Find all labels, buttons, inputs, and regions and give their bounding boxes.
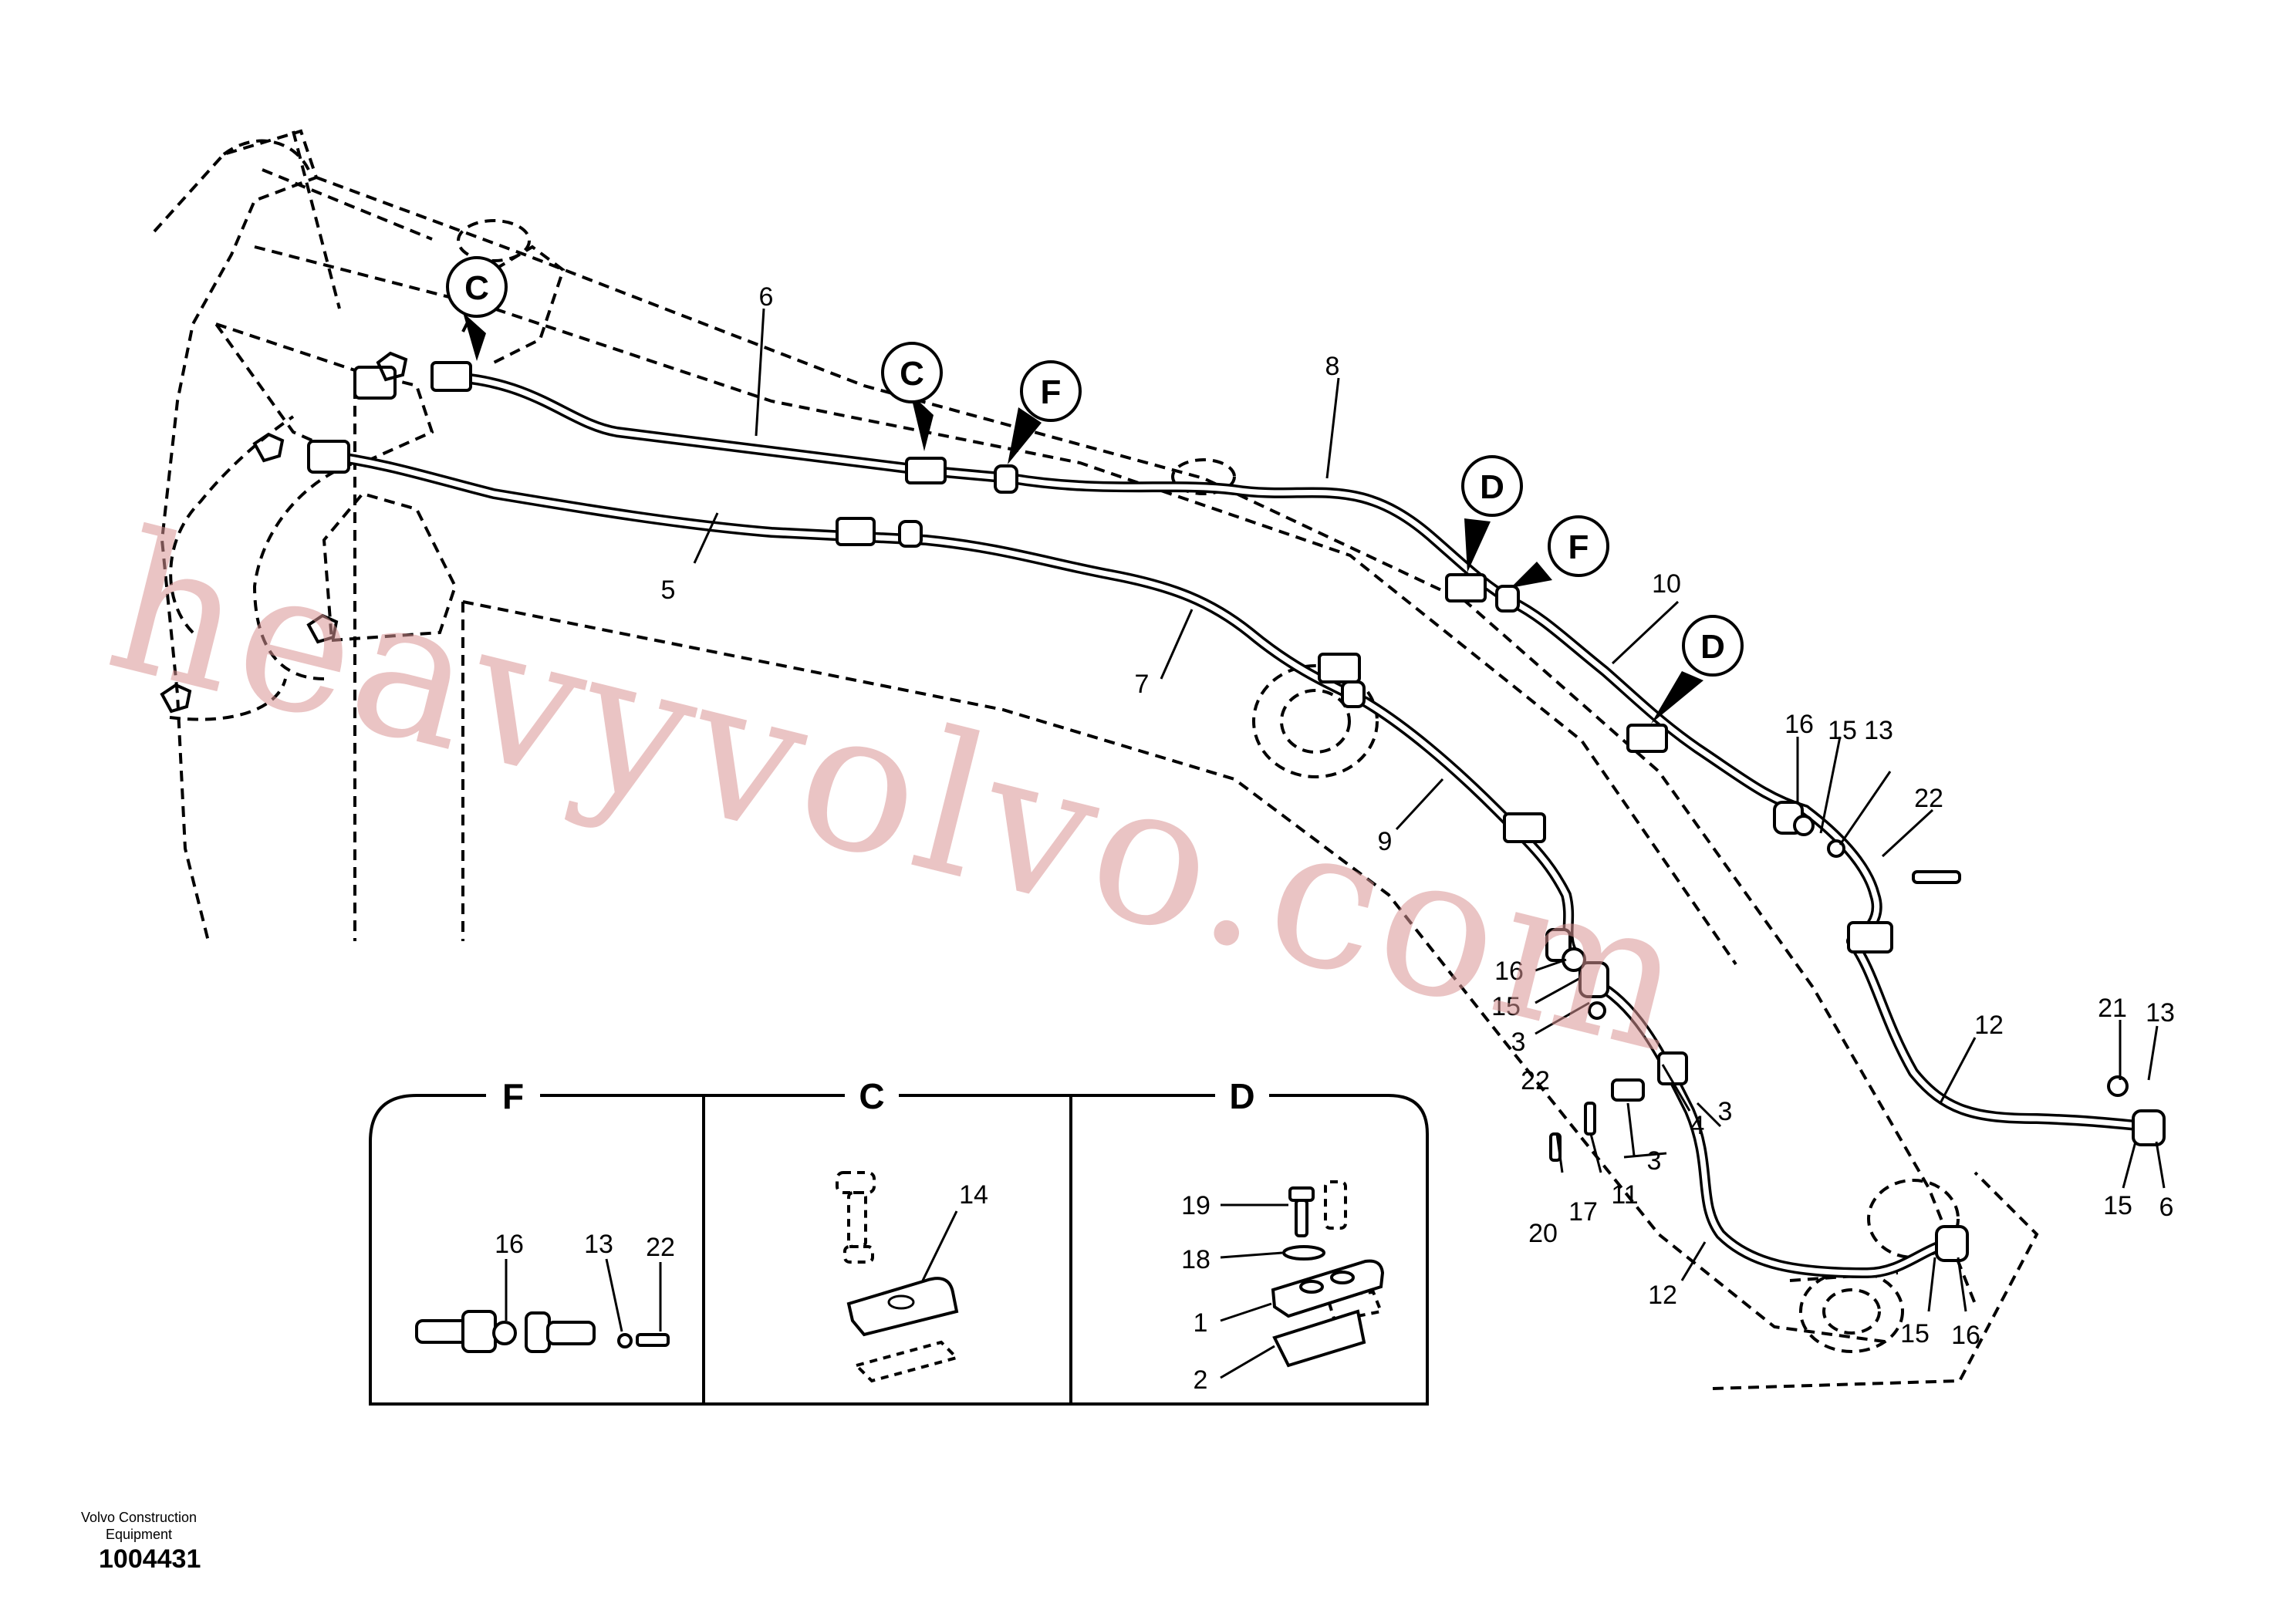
- part-label: 15: [1900, 1319, 1930, 1348]
- fitting-left-lower: [307, 440, 350, 474]
- callout-f-1-label: F: [1041, 373, 1062, 411]
- part-label: 8: [1325, 352, 1340, 381]
- detail-f-label: 13: [584, 1230, 613, 1259]
- callout-c-1: C: [446, 256, 508, 361]
- callout-c-2-label: C: [900, 355, 924, 393]
- part-label: 3: [1718, 1097, 1733, 1126]
- clamps: [307, 361, 2166, 1262]
- part-label: 13: [2146, 998, 2175, 1028]
- part-label: 3: [1647, 1146, 1662, 1176]
- part-label: 21: [2098, 994, 2127, 1023]
- part-label: 3: [1511, 1028, 1526, 1057]
- part-label: 15: [1828, 716, 1857, 745]
- part-label: 22: [1914, 784, 1943, 813]
- callout-d-1: D: [1461, 455, 1523, 572]
- part-label: 20: [1528, 1219, 1558, 1248]
- part-label: 16: [1951, 1321, 1980, 1350]
- boom-pin-fittings: [160, 351, 408, 714]
- callout-c-2: C: [881, 342, 943, 451]
- callout-d-2: D: [1651, 615, 1744, 724]
- detail-d-label: 18: [1181, 1245, 1210, 1274]
- part-label: 16: [1784, 710, 1814, 739]
- fitting-left-upper: [353, 366, 397, 400]
- clamp-f-lower-right: [1495, 585, 1520, 613]
- bolt-17: [1584, 1102, 1596, 1136]
- part-label: 15: [2103, 1191, 2132, 1220]
- part-label: 13: [1864, 716, 1893, 745]
- detail-views-box: F C D: [369, 1076, 1429, 1406]
- part-label: 9: [1378, 827, 1393, 856]
- bolt-head-21: [2107, 1075, 2129, 1097]
- clamp-c-upper: [430, 361, 472, 392]
- part-label: 5: [661, 575, 676, 605]
- detail-f-label: 22: [646, 1233, 675, 1262]
- clamp-lower-4: [1341, 680, 1366, 708]
- callout-f-2-label: F: [1568, 528, 1589, 566]
- fitting-end-12a: [1578, 961, 1609, 998]
- tube-6: [458, 373, 1518, 607]
- part-labels: 6 8 5 7 10 9 16 15 13 22 16 15 3 22 3 4 …: [661, 282, 2175, 1350]
- part-label: 4: [1690, 1111, 1705, 1140]
- part-label: 6: [759, 282, 774, 312]
- part-label: 7: [1135, 670, 1150, 699]
- detail-d-title: D: [1229, 1076, 1254, 1116]
- detail-d-label: 2: [1194, 1365, 1208, 1395]
- detail-f-title: F: [502, 1076, 524, 1116]
- detail-d-label: 1: [1194, 1308, 1208, 1338]
- flange-ring-16-b: [1793, 815, 1815, 836]
- clamp-c-middle: [905, 457, 947, 484]
- leader-lines: [693, 308, 2166, 1312]
- detail-f: 16 13 22: [415, 1230, 675, 1353]
- clamp-lower-2: [898, 520, 923, 548]
- footer-drawing-number: 1004431: [99, 1544, 201, 1574]
- clamp-d-upper: [1445, 573, 1487, 602]
- fitting-right-6: [2132, 1109, 2166, 1146]
- callout-d-2-label: D: [1700, 628, 1725, 666]
- clamp-f-upper: [994, 464, 1018, 494]
- bolt-22-right: [1912, 870, 1961, 884]
- detail-d-label: 19: [1181, 1191, 1210, 1220]
- part-label: 12: [1974, 1011, 2004, 1040]
- part-label: 15: [1491, 992, 1521, 1021]
- bolt-head-22-b: [1588, 1001, 1606, 1020]
- footer-company-name: Volvo Construction Equipment: [80, 1510, 198, 1542]
- part-label: 22: [1521, 1066, 1550, 1095]
- part-label: 10: [1652, 569, 1681, 599]
- clamp-d-right: [1626, 724, 1668, 753]
- detail-c-title: C: [859, 1076, 884, 1116]
- clamp-3-a: [1611, 1078, 1645, 1102]
- callout-c-1-label: C: [464, 269, 489, 307]
- part-label: 16: [1494, 957, 1524, 986]
- part-label: 12: [1648, 1281, 1677, 1310]
- detail-f-label: 16: [495, 1230, 524, 1259]
- callout-f-1: F: [1008, 360, 1082, 464]
- clamp-lower-1: [836, 517, 876, 546]
- detail-d: 19 18 1 2: [1181, 1180, 1385, 1395]
- part-label: 17: [1568, 1197, 1598, 1227]
- clamp-12b: [1847, 921, 1893, 953]
- callout-d-1-label: D: [1480, 468, 1504, 506]
- fitting-right-16: [1935, 1225, 1969, 1262]
- part-label: 6: [2159, 1193, 2174, 1222]
- clamp-lower-5: [1503, 812, 1546, 843]
- detail-c-label: 14: [959, 1180, 988, 1210]
- callout-f-2: F: [1511, 515, 1609, 588]
- part-label: 11: [1611, 1180, 1638, 1210]
- detail-c: 14: [836, 1171, 988, 1383]
- clamp-lower-3: [1318, 653, 1361, 683]
